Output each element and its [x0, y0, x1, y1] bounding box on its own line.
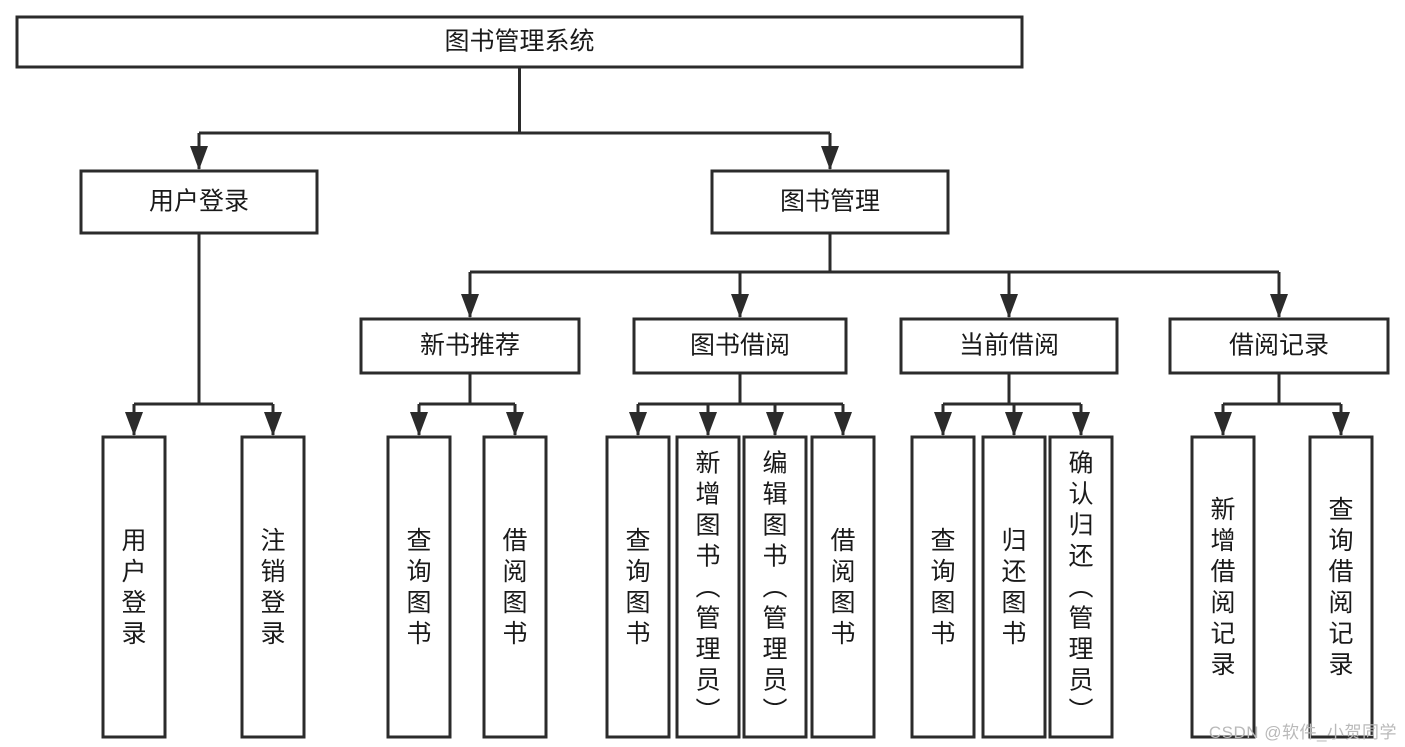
connector-借阅记录-to-leaves	[1214, 373, 1350, 436]
node-当前借阅[interactable]: 当前借阅	[899, 317, 1119, 375]
node-label: 查询图书	[406, 527, 431, 648]
node-查询图书[interactable]: 查询图书	[605, 435, 671, 739]
node-label: 借阅记录	[1229, 332, 1329, 360]
node-查询图书[interactable]: 查询图书	[386, 435, 452, 739]
node-box[interactable]	[899, 317, 1119, 375]
node-label: 图书借阅	[690, 332, 790, 360]
node-box[interactable]	[1168, 317, 1390, 375]
node-box[interactable]	[981, 435, 1047, 739]
arrow-head-icon	[731, 294, 749, 318]
node-box[interactable]	[15, 15, 1024, 69]
node-label: 借阅图书	[502, 527, 527, 648]
arrow-head-icon	[1214, 412, 1232, 436]
node-box[interactable]	[605, 435, 671, 739]
node-label: 图书管理系统	[444, 28, 594, 56]
arrow-head-icon	[190, 146, 208, 170]
node-box[interactable]	[79, 169, 319, 235]
arrow-head-icon	[125, 412, 143, 436]
connector-图书借阅-to-leaves	[629, 373, 852, 436]
node-label: 查询图书	[625, 527, 650, 648]
node-box[interactable]	[910, 435, 976, 739]
arrow-head-icon	[506, 412, 524, 436]
node-label: 新书推荐	[420, 332, 520, 360]
node-用户登录[interactable]: 用户登录	[79, 169, 319, 235]
connector-当前借阅-to-leaves	[934, 373, 1090, 436]
node-box[interactable]	[386, 435, 452, 739]
node-查询图书[interactable]: 查询图书	[910, 435, 976, 739]
watermark-text: CSDN @软件_小贺同学	[1208, 723, 1397, 742]
node-label: 用户登录	[121, 527, 146, 648]
node-label: 注销登录	[260, 527, 285, 648]
node-借阅图书[interactable]: 借阅图书	[482, 435, 548, 739]
connector-新书推荐-to-leaves	[410, 373, 524, 436]
node-box[interactable]	[632, 317, 848, 375]
arrow-head-icon	[1072, 412, 1090, 436]
node-label: 借阅图书	[830, 527, 855, 648]
node-box[interactable]	[675, 435, 741, 739]
node-box[interactable]	[810, 435, 876, 739]
node-确认归还管理员[interactable]: 确认归还︵管理员︶	[1048, 435, 1114, 739]
node-box[interactable]	[742, 435, 808, 739]
arrow-head-icon	[821, 146, 839, 170]
node-编辑图书管理员[interactable]: 编辑图书︵管理员︶	[742, 435, 808, 739]
arrow-head-icon	[834, 412, 852, 436]
connector-user-login-to-leaves	[125, 233, 282, 436]
node-box[interactable]	[710, 169, 950, 235]
arrow-head-icon	[1005, 412, 1023, 436]
arrow-head-icon	[766, 412, 784, 436]
node-box[interactable]	[240, 435, 306, 739]
node-图书管理[interactable]: 图书管理	[710, 169, 950, 235]
node-box[interactable]	[1308, 435, 1374, 739]
arrow-head-icon	[410, 412, 428, 436]
node-box[interactable]	[482, 435, 548, 739]
node-label: 新增图书︵管理员︶	[695, 450, 720, 726]
arrow-head-icon	[699, 412, 717, 436]
node-新增借阅记录[interactable]: 新增借阅记录	[1190, 435, 1256, 739]
node-查询借阅记录[interactable]: 查询借阅记录	[1308, 435, 1374, 739]
arrow-head-icon	[1270, 294, 1288, 318]
arrow-head-icon	[264, 412, 282, 436]
node-label: 当前借阅	[959, 332, 1059, 360]
node-label: 用户登录	[149, 188, 249, 216]
node-box[interactable]	[101, 435, 167, 739]
node-归还图书[interactable]: 归还图书	[981, 435, 1047, 739]
arrow-head-icon	[1332, 412, 1350, 436]
node-label: 编辑图书︵管理员︶	[762, 450, 787, 726]
node-新增图书管理员[interactable]: 新增图书︵管理员︶	[675, 435, 741, 739]
node-box[interactable]	[1048, 435, 1114, 739]
node-用户登录[interactable]: 用户登录	[101, 435, 167, 739]
node-label: 归还图书	[1001, 527, 1026, 648]
node-注销登录[interactable]: 注销登录	[240, 435, 306, 739]
node-新书推荐[interactable]: 新书推荐	[359, 317, 581, 375]
node-label: 查询图书	[930, 527, 955, 648]
node-label: 新增借阅记录	[1210, 496, 1235, 679]
node-box[interactable]	[1190, 435, 1256, 739]
node-借阅图书[interactable]: 借阅图书	[810, 435, 876, 739]
node-label: 确认归还︵管理员︶	[1068, 450, 1093, 726]
node-label: 查询借阅记录	[1328, 496, 1353, 679]
connector-root-to-level2	[190, 67, 839, 170]
arrow-head-icon	[934, 412, 952, 436]
node-label: 图书管理	[780, 188, 880, 216]
arrow-head-icon	[629, 412, 647, 436]
arrow-head-icon	[1000, 294, 1018, 318]
connector-book-mgmt-to-level3	[461, 233, 1288, 318]
node-图书管理系统[interactable]: 图书管理系统	[15, 15, 1024, 69]
node-图书借阅[interactable]: 图书借阅	[632, 317, 848, 375]
node-借阅记录[interactable]: 借阅记录	[1168, 317, 1390, 375]
node-box[interactable]	[359, 317, 581, 375]
arrow-head-icon	[461, 294, 479, 318]
